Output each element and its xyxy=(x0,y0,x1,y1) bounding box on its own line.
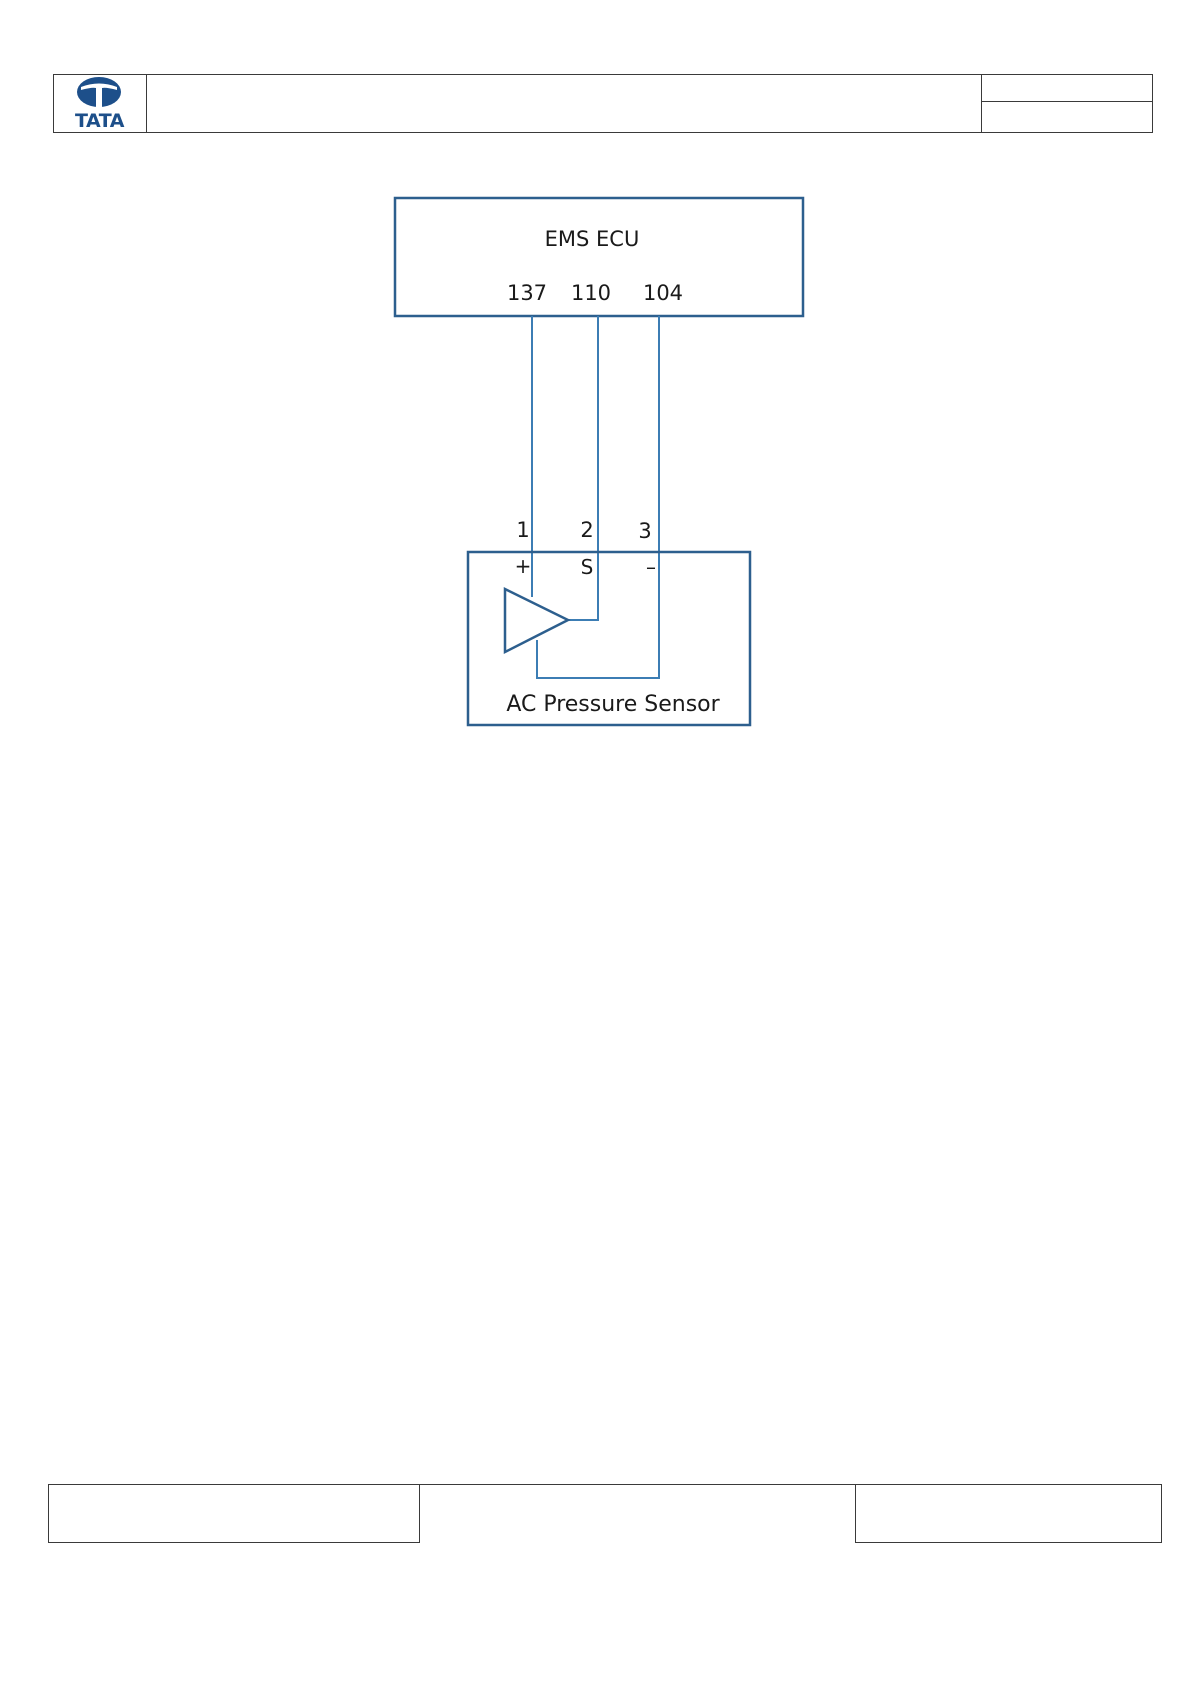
sensor-box xyxy=(466,550,752,727)
ecu-pin-104: 104 xyxy=(643,281,683,305)
sensor-pin-symbol-signal: S xyxy=(581,555,594,579)
wire-pin-2 xyxy=(568,316,599,621)
sensor-title: AC Pressure Sensor xyxy=(506,692,720,717)
sensor-pin-symbol-minus: – xyxy=(646,555,656,579)
sensor-pin-number-3: 3 xyxy=(638,519,651,543)
ecu-title: EMS ECU xyxy=(545,227,640,251)
sensor-pin-number-2: 2 xyxy=(580,518,593,542)
ecu-pin-137: 137 xyxy=(507,281,547,305)
tata-emblem-icon xyxy=(77,77,121,107)
sensor-pin-number-1: 1 xyxy=(516,518,529,542)
wire-pin-3 xyxy=(536,316,660,679)
logo-wordmark: TATA xyxy=(75,110,124,132)
tata-logo: TATA xyxy=(53,75,146,132)
amplifier-symbol xyxy=(503,586,571,655)
sensor-pin-symbol-plus: + xyxy=(515,554,532,578)
ecu-pin-110: 110 xyxy=(571,281,611,305)
